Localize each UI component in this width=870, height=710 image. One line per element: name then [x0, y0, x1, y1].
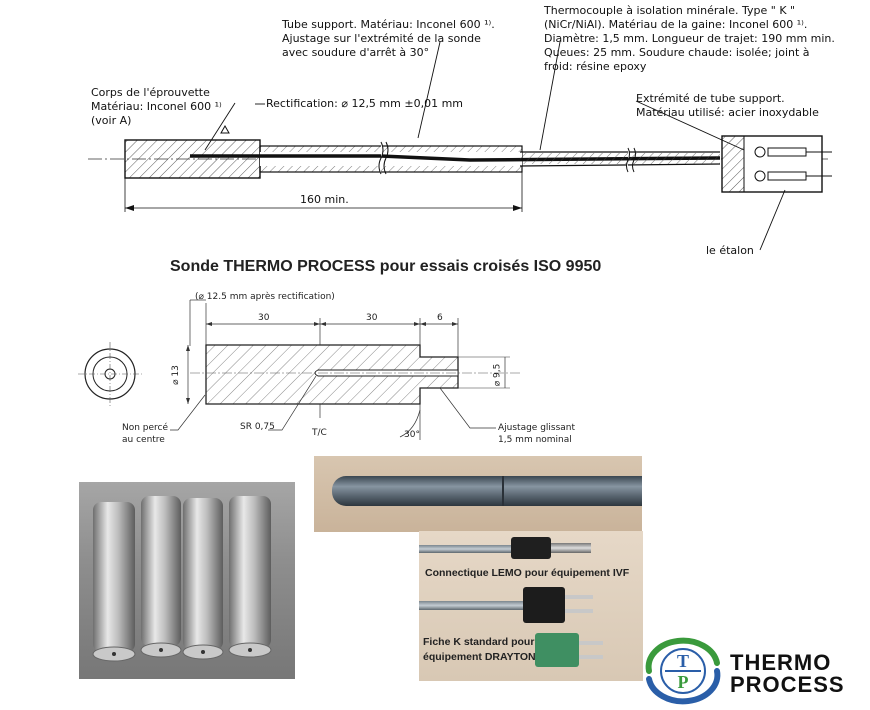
- dimension-30-second: 30: [366, 313, 378, 323]
- probe-technical-drawing: [78, 299, 520, 440]
- non-perce-note: Non percé au centre: [122, 423, 169, 445]
- support-rod: [332, 476, 642, 506]
- callout-thermocouple: Thermocouple à isolation minérale. Type …: [544, 4, 835, 73]
- callout-specimen-body: Corps de l'éprouvette Matériau: Inconel …: [91, 86, 222, 127]
- logo-letter-p: P: [678, 672, 689, 692]
- rectification-probe-note: (⌀ 12.5 mm après rectification): [195, 292, 335, 302]
- drayton-label: Fiche K standard pour équipement DRAYTON: [423, 636, 536, 663]
- callout-tube-support: Tube support. Matériau: Inconel 600 ¹⁾. …: [282, 18, 495, 59]
- connectors-photo: Connectique LEMO pour équipement IVF Fic…: [419, 531, 643, 681]
- probe-title: Sonde THERMO PROCESS pour essais croisés…: [170, 258, 602, 275]
- dimension-160: 160 min.: [300, 193, 349, 206]
- lemo-connector: [511, 537, 551, 559]
- k-plug-green: [535, 633, 579, 667]
- dimension-30-first: 30: [258, 313, 270, 323]
- tc-note: T/C: [312, 428, 327, 438]
- sr-note: SR 0,75: [240, 422, 275, 432]
- logo-text: THERMO PROCESS: [730, 652, 845, 696]
- angle-note: 30°: [404, 430, 420, 440]
- lemo-label: Connectique LEMO pour équipement IVF: [425, 567, 630, 579]
- specimens-photo: [79, 482, 295, 679]
- rectification-note: Rectification: ⌀ 12,5 mm ±0,01 mm: [266, 97, 463, 110]
- thermo-process-logo-mark: T P: [645, 637, 721, 705]
- dimension-diameter-13: ⌀ 13: [170, 365, 181, 385]
- callout-support-end: Extrémité de tube support. Matériau util…: [636, 92, 819, 119]
- logo-line-thermo: THERMO: [730, 650, 832, 675]
- logo-line-process: PROCESS: [730, 672, 845, 697]
- top-technical-drawing: [88, 41, 832, 251]
- etalon-label: le étalon: [706, 244, 754, 257]
- logo-letter-t: T: [677, 651, 689, 671]
- ajustage-note: Ajustage glissant 1,5 mm nominal: [498, 423, 576, 445]
- k-plug-black: [523, 587, 565, 623]
- cylinder-specimens: [92, 496, 272, 662]
- rod-photo: [314, 456, 642, 532]
- dimension-diameter-9-5: ⌀ 9,5: [492, 363, 503, 387]
- probe-sheet: [52, 232, 684, 454]
- dimension-6: 6: [437, 313, 443, 323]
